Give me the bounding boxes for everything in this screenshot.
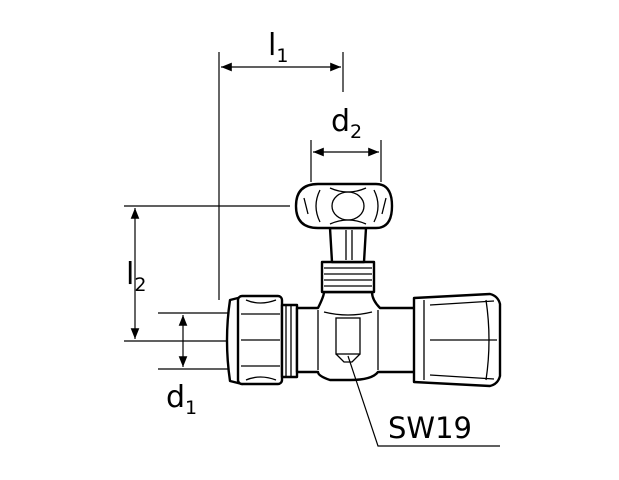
label-d2-letter: d — [331, 104, 350, 139]
valve-body — [225, 182, 502, 388]
dimension-l2: l2 — [124, 205, 290, 342]
svg-text:d1: d1 — [166, 380, 197, 419]
dimension-d2: d2 — [310, 104, 382, 182]
callout-label: SW19 — [388, 411, 472, 445]
callout-leader — [347, 355, 500, 447]
right-compression-nut — [412, 292, 502, 388]
left-compression-nut — [225, 294, 299, 386]
dimension-d1: d1 — [158, 312, 236, 419]
label-d2-index: 2 — [350, 121, 362, 143]
label-d1-index: 1 — [185, 397, 197, 419]
label-l1-letter: l — [268, 28, 276, 63]
label-d1-letter: d — [166, 380, 185, 415]
label-l1-index: 1 — [276, 45, 288, 67]
svg-text:l1: l1 — [268, 28, 288, 67]
handwheel — [294, 182, 394, 230]
valve-stem — [320, 226, 376, 294]
tee-body — [295, 290, 418, 382]
callout-sw19: SW19 — [347, 355, 500, 447]
dimension-l1: l1 — [218, 28, 344, 300]
label-l2-letter: l — [126, 257, 134, 292]
svg-text:d2: d2 — [331, 104, 362, 143]
label-l2-index: 2 — [134, 274, 146, 296]
svg-text:l2: l2 — [126, 257, 146, 296]
